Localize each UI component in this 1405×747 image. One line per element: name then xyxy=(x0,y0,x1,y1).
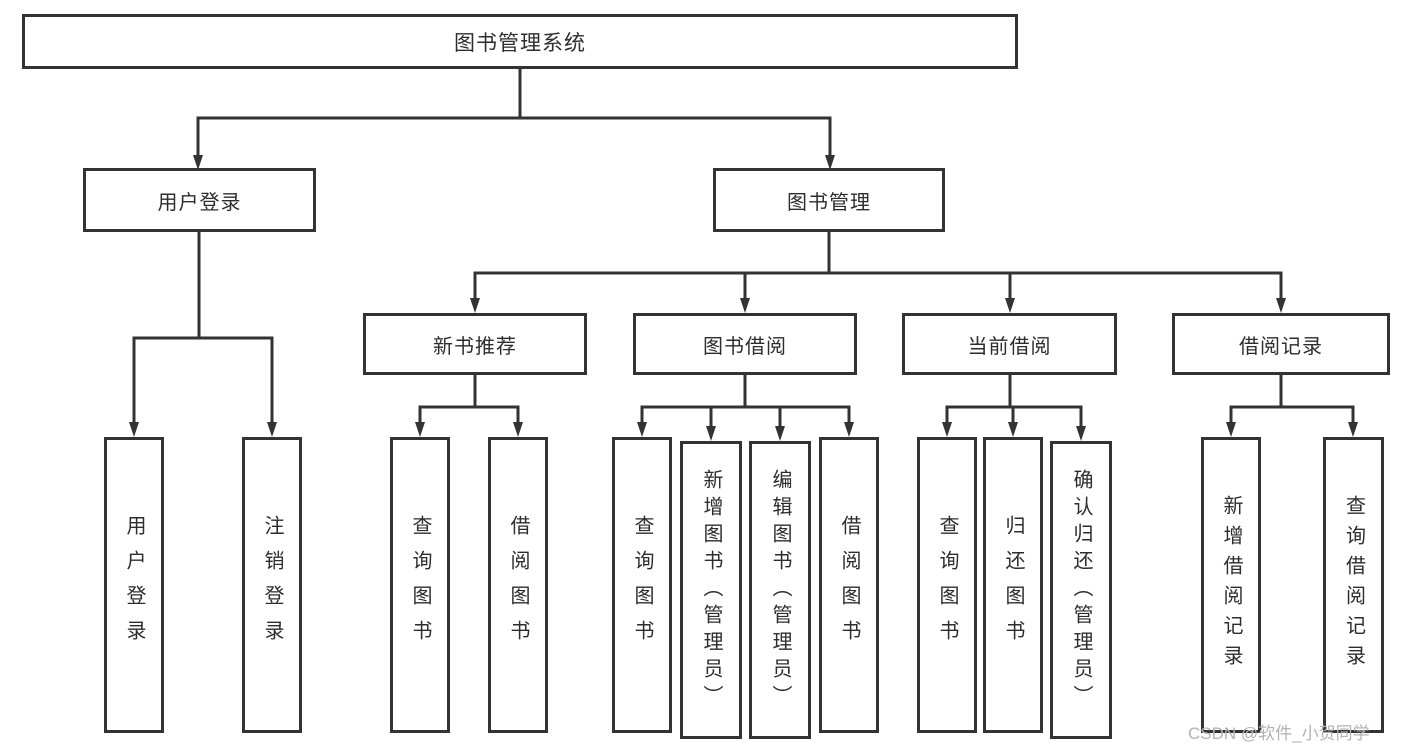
leaf-recommend-query-books-label: 查询图书 xyxy=(409,515,431,655)
leaf-logout: 注销登录 xyxy=(242,437,302,733)
node-root-system: 图书管理系统 xyxy=(22,14,1018,69)
node-new-book-recommend: 新书推荐 xyxy=(363,313,587,375)
node-borrowing-records-label: 借阅记录 xyxy=(1239,335,1323,358)
leaf-borrowing-add-books-admin-label: 新增图书（管理员） xyxy=(700,468,722,712)
leaf-user-login-label: 用户登录 xyxy=(123,515,145,655)
leaf-recommend-borrow-books-label: 借阅图书 xyxy=(507,515,529,655)
leaf-current-confirm-return-admin: 确认归还（管理员） xyxy=(1050,441,1112,739)
leaf-current-query-books: 查询图书 xyxy=(917,437,977,733)
leaf-recommend-borrow-books: 借阅图书 xyxy=(488,437,548,733)
leaf-current-return-books-label: 归还图书 xyxy=(1002,515,1024,655)
node-book-borrowing: 图书借阅 xyxy=(633,313,857,375)
node-book-borrowing-label: 图书借阅 xyxy=(703,335,787,358)
leaf-records-add-record: 新增借阅记录 xyxy=(1201,437,1261,733)
leaf-borrowing-edit-books-admin: 编辑图书（管理员） xyxy=(749,441,811,739)
arrowhead-icons xyxy=(129,155,1358,441)
leaf-borrowing-add-books-admin: 新增图书（管理员） xyxy=(680,441,742,739)
node-current-borrowing: 当前借阅 xyxy=(902,313,1117,375)
node-book-management-label: 图书管理 xyxy=(787,191,871,214)
node-new-book-recommend-label: 新书推荐 xyxy=(433,335,517,358)
leaf-current-return-books: 归还图书 xyxy=(983,437,1043,733)
leaf-current-confirm-return-admin-label: 确认归还（管理员） xyxy=(1070,468,1092,712)
leaf-borrowing-query-books-label: 查询图书 xyxy=(631,515,653,655)
leaf-user-login: 用户登录 xyxy=(104,437,164,733)
leaf-recommend-query-books: 查询图书 xyxy=(390,437,450,733)
leaf-borrowing-borrow-books-label: 借阅图书 xyxy=(838,515,860,655)
leaf-records-add-record-label: 新增借阅记录 xyxy=(1220,495,1242,675)
leaf-borrowing-query-books: 查询图书 xyxy=(612,437,672,733)
node-borrowing-records: 借阅记录 xyxy=(1172,313,1390,375)
leaf-records-query-record: 查询借阅记录 xyxy=(1323,437,1384,733)
tree-edges xyxy=(132,67,1355,430)
leaf-borrowing-borrow-books: 借阅图书 xyxy=(819,437,879,733)
leaf-borrowing-edit-books-admin-label: 编辑图书（管理员） xyxy=(769,468,791,712)
node-root-label: 图书管理系统 xyxy=(454,31,586,55)
leaf-logout-label: 注销登录 xyxy=(261,515,283,655)
leaf-current-query-books-label: 查询图书 xyxy=(936,515,958,655)
node-current-borrowing-label: 当前借阅 xyxy=(967,335,1052,358)
node-book-management: 图书管理 xyxy=(713,168,945,232)
csdn-watermark: CSDN @软件_小贺同学 xyxy=(1188,724,1370,743)
node-user-login: 用户登录 xyxy=(83,168,316,232)
leaf-records-query-record-label: 查询借阅记录 xyxy=(1342,495,1365,675)
node-user-login-label: 用户登录 xyxy=(157,191,242,214)
